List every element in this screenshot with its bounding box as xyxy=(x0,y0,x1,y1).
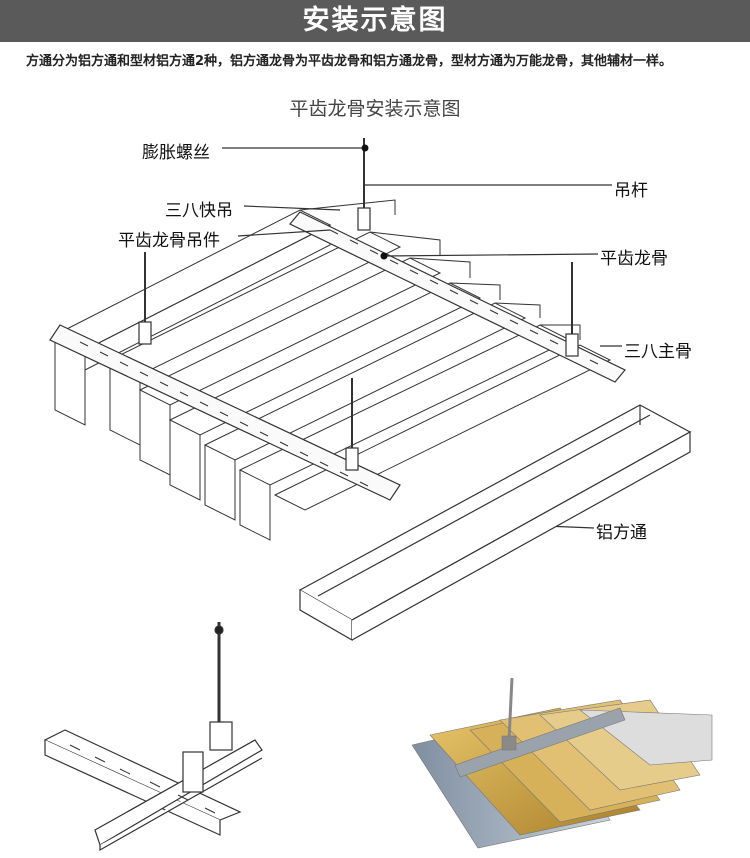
label-main-keel: 三八主骨 xyxy=(624,342,692,362)
expansion-screw-dot xyxy=(361,144,369,152)
product-photo xyxy=(411,677,734,850)
label-keel-hanger: 平齿龙骨吊件 xyxy=(118,231,220,251)
label-aluminum-tube: 铝方通 xyxy=(596,523,647,543)
detail-assembly xyxy=(43,622,263,852)
label-flat-tooth-keel: 平齿龙骨 xyxy=(600,249,668,269)
label-expansion-screw: 膨胀螺丝 xyxy=(142,143,210,163)
callout-lines xyxy=(222,147,622,529)
hanger-clips xyxy=(138,207,579,471)
header-banner xyxy=(0,0,750,42)
keel-slots xyxy=(79,229,599,487)
label-quick-hanger: 三八快吊 xyxy=(165,201,233,221)
label-hanger-rod: 吊杆 xyxy=(614,181,648,201)
diagram-title: 平齿龙骨安装示意图 xyxy=(289,98,461,120)
page-title: 安装示意图 xyxy=(302,5,448,36)
intro-text: 方通分为铝方通和型材铝方通2种，铝方通龙骨为平齿龙骨和铝方通龙骨，型材方通为万能… xyxy=(26,54,673,69)
main-keel xyxy=(49,211,626,501)
detail-slots xyxy=(69,744,216,814)
single-aluminum-tube xyxy=(298,404,692,642)
